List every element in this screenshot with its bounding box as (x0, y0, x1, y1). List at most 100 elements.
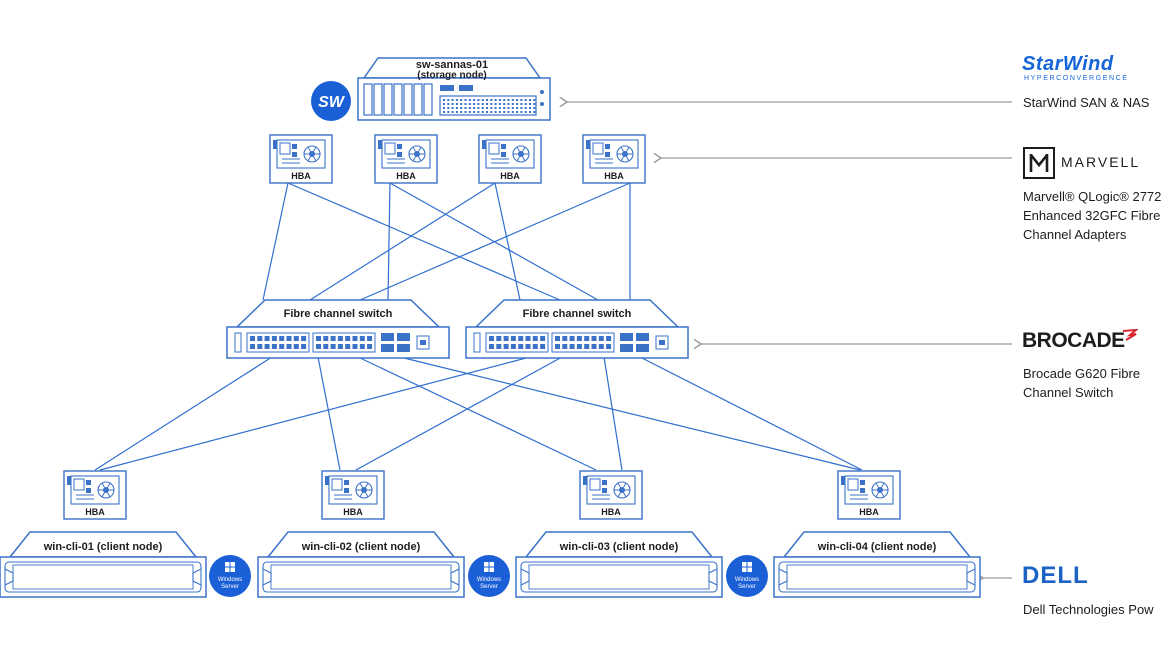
vent-dot (468, 103, 471, 105)
vent-dot (481, 103, 484, 105)
brocade-caption-line2: Channel Switch (1023, 385, 1114, 400)
vent-dot (464, 99, 467, 101)
vent-dot (498, 107, 501, 109)
vent-dot (494, 111, 497, 113)
vent-dot (443, 107, 445, 109)
link-11 (357, 356, 597, 471)
dell-caption: Dell Technologies Pow (1023, 602, 1154, 617)
vent-dot (507, 99, 510, 101)
vent-dot (486, 107, 488, 109)
vent-dot (520, 107, 523, 109)
vent-dot (529, 103, 531, 105)
switch-label: Fibre channel switch (523, 308, 632, 320)
vent-dot (490, 111, 493, 113)
hba-client-3: HBA (579, 470, 643, 520)
hba-label: HBA (85, 507, 105, 517)
hba-label: HBA (291, 171, 311, 181)
windows-logo-icon (225, 562, 235, 572)
windows-badge-line1: Windows (477, 577, 501, 583)
vent-dot (447, 111, 450, 113)
client-node-3: win-cli-03 (client node) (515, 531, 723, 598)
vent-dot (524, 103, 527, 105)
vent-dot (524, 111, 527, 113)
vent-dot (529, 99, 531, 101)
dell-logo: DELL (1022, 562, 1089, 589)
vent-dot (516, 103, 519, 105)
vent-dot (460, 111, 463, 113)
vent-dot (490, 103, 493, 105)
storage-title-line1: sw-sannas-01 (416, 59, 488, 71)
vent-grille (439, 95, 537, 116)
vent-dot (490, 99, 493, 101)
vent-dot (490, 107, 493, 109)
vent-dot (511, 111, 514, 113)
vent-dot (511, 103, 514, 105)
link-9 (94, 356, 273, 471)
link-10 (317, 356, 341, 471)
link-13 (99, 356, 531, 471)
vent-dot (516, 99, 519, 101)
client-label: win-cli-03 (client node) (559, 541, 679, 553)
brocade-caption-line1: Brocade G620 Fibre (1023, 366, 1141, 381)
vent-dot (451, 111, 454, 113)
brocade-wing-icon (1122, 329, 1138, 341)
vent-dot (494, 107, 497, 109)
link-6 (494, 182, 521, 301)
vent-dot (473, 107, 476, 109)
vent-dot (477, 99, 480, 101)
vent-dot (481, 99, 484, 101)
vent-dot (533, 99, 536, 101)
windows-logo-icon (742, 562, 752, 572)
hba-client-2: HBA (321, 470, 385, 520)
vent-dot (455, 111, 458, 113)
vent-dots (443, 99, 536, 113)
vent-dot (507, 111, 510, 113)
link-16 (639, 356, 863, 471)
vent-dot (443, 103, 445, 105)
vent-dot (520, 111, 523, 113)
vent-dot (468, 111, 471, 113)
hba-client-4: HBA (837, 470, 901, 520)
hba-client-1: HBA (63, 470, 127, 520)
client-node-2: win-cli-02 (client node) (257, 531, 465, 598)
vent-dot (451, 103, 454, 105)
vent-dot (455, 99, 458, 101)
vent-dot (443, 99, 445, 101)
link-12 (399, 356, 861, 471)
vent-dot (464, 103, 467, 105)
vent-dot (455, 103, 458, 105)
link-7 (359, 182, 631, 301)
hba-storage-4: HBA (582, 134, 646, 184)
vent-dot (498, 111, 501, 113)
link-14 (355, 356, 563, 471)
vent-dot (477, 111, 480, 113)
link-5 (309, 182, 496, 301)
hba-label: HBA (859, 507, 879, 517)
link-1 (262, 182, 289, 301)
windows-badge-line1: Windows (735, 577, 759, 583)
hba-storage-3: HBA (478, 134, 542, 184)
vent-dot (503, 103, 506, 105)
hba-label: HBA (343, 507, 363, 517)
vent-dot (464, 111, 467, 113)
starwind-badge-text: SW (318, 94, 346, 111)
marvell-logo-icon (1023, 147, 1055, 179)
vent-dot (520, 99, 523, 101)
vent-dot (451, 99, 454, 101)
windows-badge-line1: Windows (218, 577, 242, 583)
vent-dot (473, 103, 476, 105)
vent-dot (516, 107, 519, 109)
client-label: win-cli-02 (client node) (301, 541, 421, 553)
vent-dot (464, 107, 467, 109)
vent-dot (473, 111, 476, 113)
vent-dot (460, 99, 463, 101)
link-3 (387, 182, 391, 301)
fibre-channel-switch-1: Fibre channel switch (226, 299, 450, 359)
storage-node: sw-sannas-01 (storage node) (357, 57, 551, 121)
switch-label: Fibre channel switch (284, 308, 393, 320)
vent-dot (477, 103, 480, 105)
starwind-caption: StarWind SAN & NAS (1023, 95, 1150, 110)
